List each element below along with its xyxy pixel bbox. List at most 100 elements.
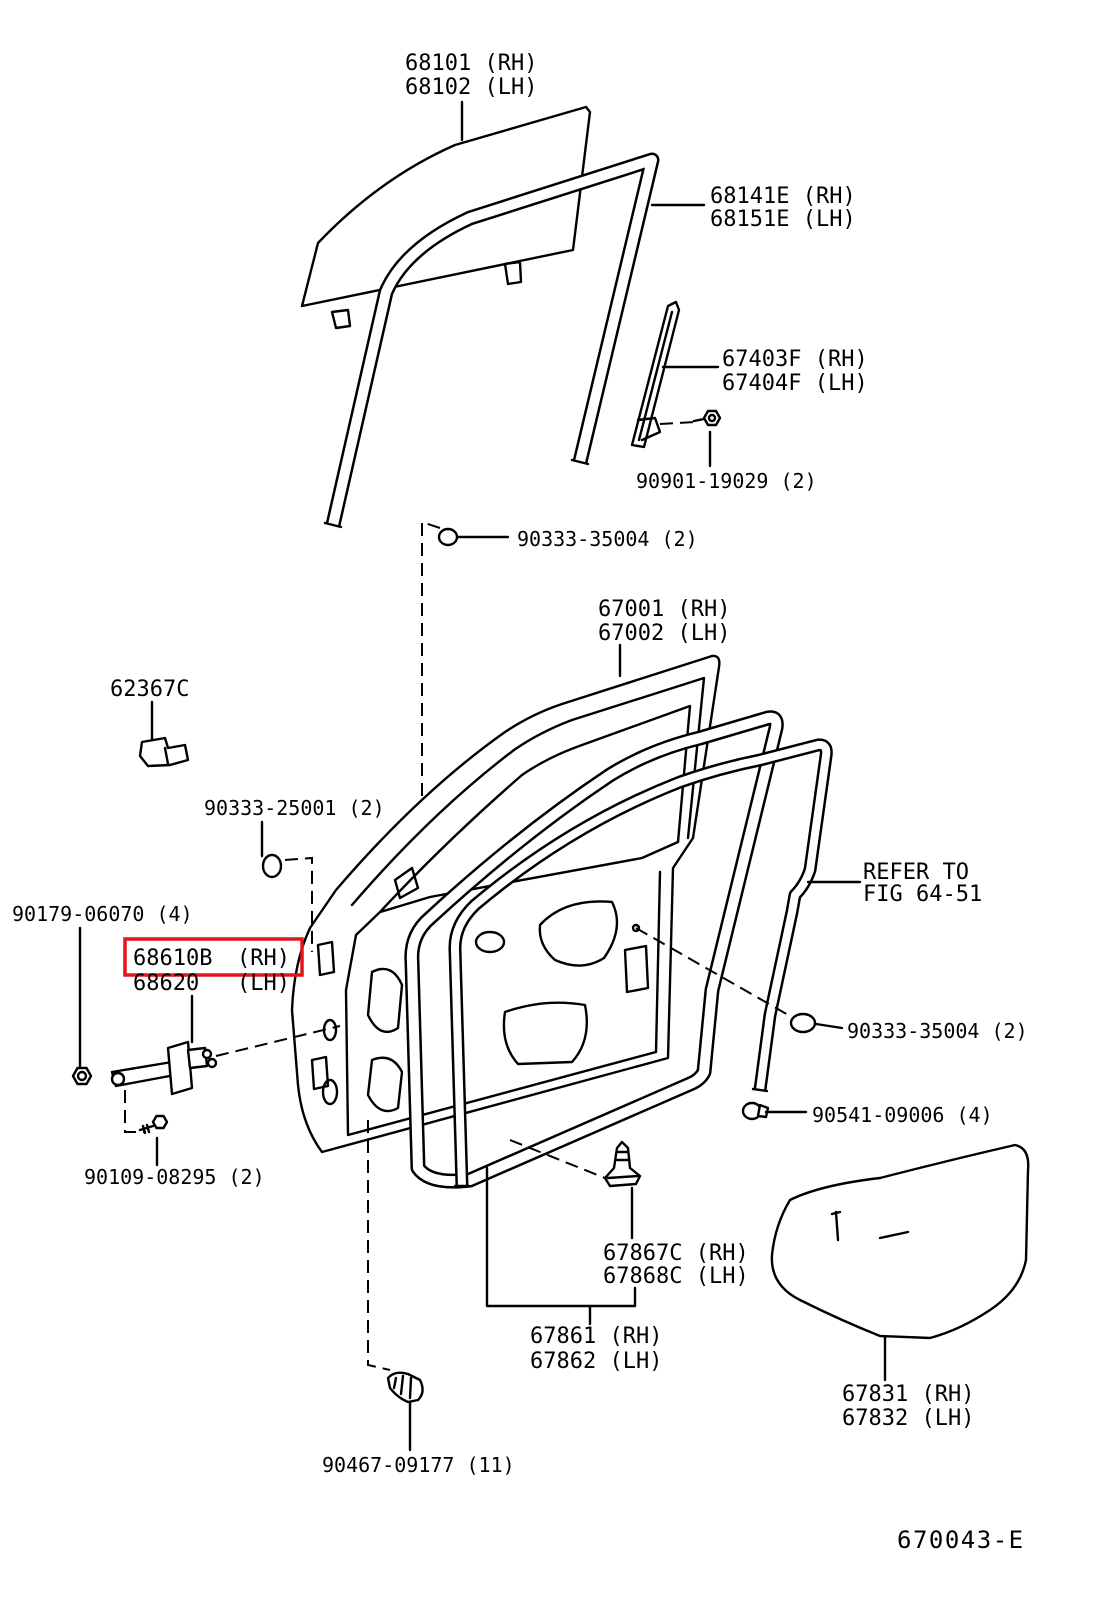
- door-hinge-mount-upper: [316, 940, 336, 977]
- label-run-channel-rh: 68141E (RH): [710, 184, 856, 209]
- leader-lines: [78, 100, 887, 1452]
- label-door-panel-lh: 67002 (LH): [598, 621, 730, 646]
- label-clip: 62367C: [110, 677, 189, 702]
- label-glass-rh: 68101 (RH): [405, 51, 537, 76]
- check-bolt: [124, 1090, 169, 1135]
- label-division-bar-rh: 67403F (RH): [722, 347, 868, 372]
- division-bar-screw: [659, 409, 722, 427]
- door-check-assembly: [110, 1025, 341, 1096]
- weatherstrip-clip-detail: [606, 1150, 640, 1180]
- figure-id: 670043-E: [897, 1526, 1025, 1554]
- label-door-check-lh-side: (LH): [237, 971, 290, 996]
- label-trim-clip: 90467-09177 (11): [322, 1453, 515, 1477]
- opening-weatherstrip-inner: [450, 740, 831, 1187]
- check-bolt-shank: [138, 1123, 155, 1135]
- door-hinge-mount-lower: [310, 1055, 330, 1091]
- label-door-check-rh-part: 68610B: [133, 946, 212, 971]
- door-plug-hole: [631, 923, 641, 933]
- door-weatherstrip: [404, 710, 784, 1189]
- trim-clip-ridges: [392, 1374, 413, 1400]
- label-division-bar-screw: 90901-19029 (2): [636, 469, 817, 493]
- part-labels: 68101 (RH) 68102 (LH) 68141E (RH) 68151E…: [12, 51, 1028, 1554]
- label-door-check-lh-part: 68620: [133, 971, 199, 996]
- glass-run-channel: [323, 152, 660, 529]
- label-weatherstrip-clip-rh: 67867C (RH): [603, 1241, 749, 1266]
- door-panel: [290, 654, 721, 1154]
- leader-hole-plug-lower: [814, 1022, 844, 1030]
- division-bar: [630, 300, 681, 449]
- label-hole-plug-hinge: 90333-25001 (2): [204, 796, 385, 820]
- door-check-bracket: [166, 1040, 194, 1096]
- highlight-box: [123, 937, 304, 977]
- door-beltline: [378, 840, 680, 914]
- trim-clip-dash: [367, 1120, 391, 1371]
- hole-plug-upper-icon: [437, 527, 459, 547]
- hole-cover-outline: [770, 1143, 1030, 1340]
- label-hole-plug-upper: 90333-35004 (2): [517, 527, 698, 551]
- hole-cover-marks: [830, 1210, 910, 1242]
- door-frame-line-1: [350, 676, 706, 907]
- hinge-bolt-center: [76, 1070, 88, 1082]
- weatherstrip-clip-dash: [509, 1139, 606, 1179]
- weatherstrip-clip-icon: [603, 1140, 642, 1188]
- door-frame-line-2: [378, 704, 692, 914]
- label-division-bar-lh: 67404F (LH): [722, 371, 868, 396]
- glass-clip-rear: [503, 260, 523, 286]
- door-lock-opening: [623, 944, 650, 994]
- glass-outline: [300, 105, 592, 308]
- run-channel-inner: [328, 155, 657, 527]
- door-check-pivot: [110, 1071, 126, 1087]
- hole-plug-lower-icon: [789, 1012, 817, 1034]
- label-refer-to-line2: FIG 64-51: [863, 882, 982, 907]
- screw-center: [707, 413, 717, 423]
- label-weatherstrip-lh: 67862 (LH): [530, 1349, 662, 1374]
- label-weatherstrip-clip-lh: 67868C (LH): [603, 1264, 749, 1289]
- screw-head-icon: [702, 409, 722, 427]
- check-bolt-icon: [151, 1114, 169, 1130]
- hinge-bolt-icon: [71, 1066, 93, 1086]
- label-hole-plug-lower: 90333-35004 (2): [847, 1019, 1028, 1043]
- door-glass: [300, 105, 592, 330]
- run-channel-cap-rear: [570, 458, 590, 466]
- opening-weatherstrip: [448, 738, 833, 1188]
- service-hole-cover: [770, 1143, 1030, 1340]
- label-run-channel-lh: 68151E (LH): [710, 207, 856, 232]
- label-door-panel-rh: 67001 (RH): [598, 597, 730, 622]
- door-check-stud: [206, 1057, 218, 1069]
- clip-icon: [138, 736, 190, 768]
- door-hole: [474, 930, 506, 954]
- check-bolt-dash: [124, 1090, 146, 1133]
- door-check-stud: [201, 1048, 213, 1060]
- door-service-hole-large: [538, 900, 619, 967]
- run-channel-cap-front: [323, 521, 343, 529]
- hole-plug-hinge-dash: [284, 856, 313, 952]
- label-hole-cover-rh: 67831 (RH): [842, 1382, 974, 1407]
- screw-shank: [692, 417, 706, 423]
- door-service-hole: [366, 1056, 404, 1113]
- label-cushion: 90541-09006 (4): [812, 1103, 993, 1127]
- door-check-dash: [215, 1025, 341, 1057]
- division-bar-bracket: [636, 416, 662, 442]
- opening-weatherstrip-cap: [751, 1087, 769, 1093]
- leader-weatherstrip: [485, 1166, 637, 1326]
- label-check-bolt: 90109-08295 (2): [84, 1165, 265, 1189]
- door-hole: [321, 1078, 339, 1106]
- cushion-stem: [756, 1103, 770, 1119]
- weatherstrip-inner: [406, 712, 782, 1187]
- door-outer-outline: [290, 654, 721, 1154]
- door-service-hole: [366, 967, 404, 1033]
- door-mirror-mount: [393, 866, 420, 900]
- label-refer-to-line1: REFER TO: [863, 860, 969, 885]
- label-weatherstrip-rh: 67861 (RH): [530, 1324, 662, 1349]
- glass-clip-front: [330, 308, 352, 330]
- label-hole-cover-lh: 67832 (LH): [842, 1406, 974, 1431]
- label-glass-lh: 68102 (LH): [405, 75, 537, 100]
- door-service-hole-large: [502, 1001, 589, 1066]
- screw-dash: [659, 421, 697, 425]
- label-door-check-rh-side: (RH): [237, 946, 290, 971]
- clip-detail: [163, 746, 170, 766]
- hole-plug-lower-dash: [635, 927, 791, 1017]
- hole-plug-hinge-icon: [261, 853, 283, 879]
- label-hinge-bolt: 90179-06070 (4): [12, 902, 193, 926]
